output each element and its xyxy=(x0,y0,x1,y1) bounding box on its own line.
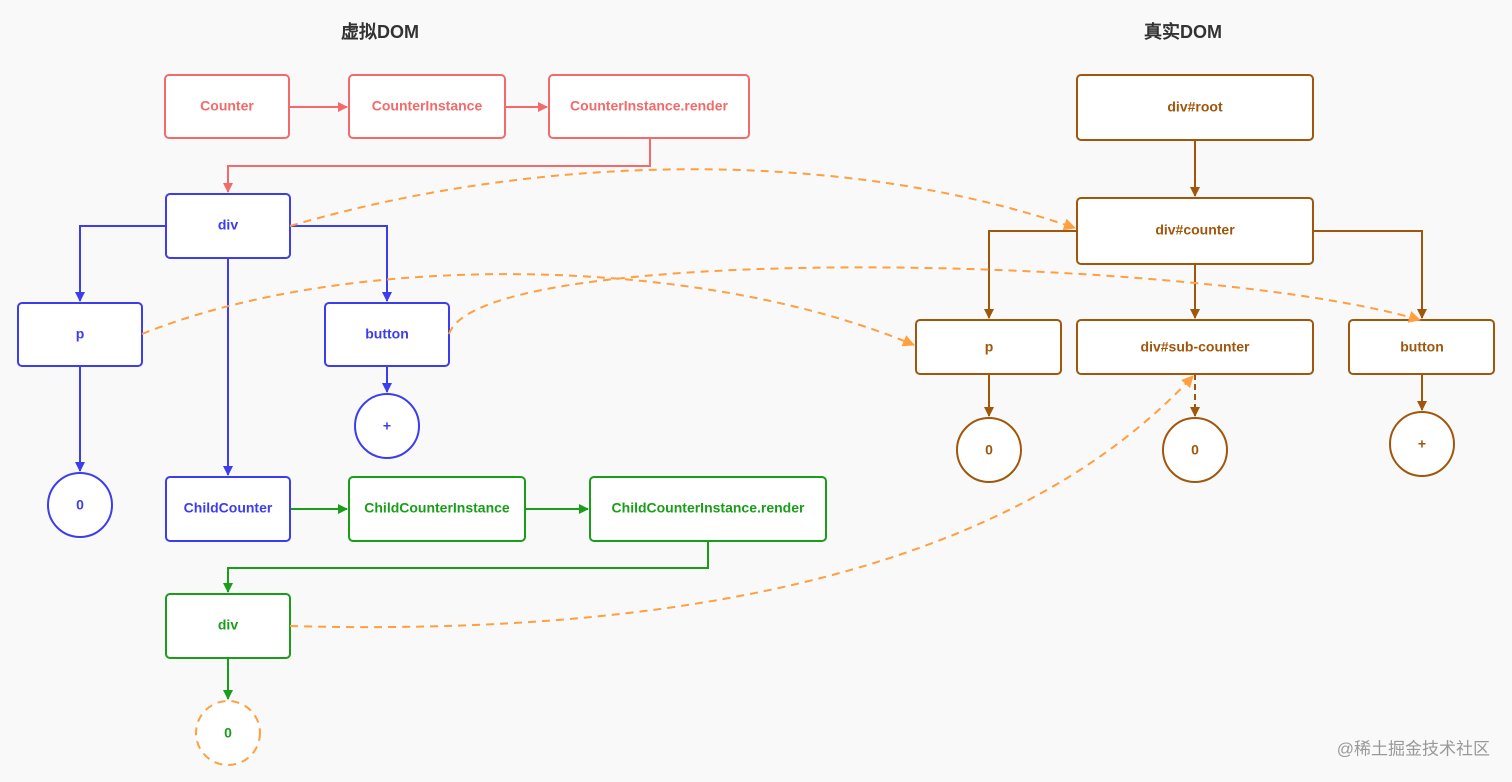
vnode-child-counter: ChildCounter xyxy=(165,476,291,542)
virtual-dom-title: 虚拟DOM xyxy=(341,21,419,42)
real-dom-title: 真实DOM xyxy=(1144,21,1222,42)
node-label: + xyxy=(1418,436,1426,452)
dom-button: button xyxy=(1348,319,1495,375)
dom-p: p xyxy=(915,319,1062,375)
real-dom-edges xyxy=(984,140,1427,417)
vnode-child-div: div xyxy=(165,593,291,659)
dom-counter: div#counter xyxy=(1076,197,1314,265)
vnode-zero-text: 0 xyxy=(47,472,113,538)
node-label: p xyxy=(985,339,994,355)
node-label: div#counter xyxy=(1155,222,1235,238)
node-label: button xyxy=(365,326,409,342)
dom-sub-counter: div#sub-counter xyxy=(1076,319,1314,375)
node-label: + xyxy=(383,418,391,434)
node-label: 0 xyxy=(224,725,232,741)
vnode-div: div xyxy=(165,193,291,259)
node-label: 0 xyxy=(1191,442,1199,458)
node-label: button xyxy=(1400,339,1444,355)
node-label: 0 xyxy=(76,497,84,513)
node-child-instance: ChildCounterInstance xyxy=(348,476,526,542)
node-label: 0 xyxy=(985,442,993,458)
vnode-plus-text: + xyxy=(354,393,420,459)
node-counter: Counter xyxy=(164,74,290,139)
node-label: div xyxy=(218,217,238,233)
node-label: div#sub-counter xyxy=(1141,339,1250,355)
vdom-edges xyxy=(75,225,392,476)
node-label: Counter xyxy=(200,98,254,114)
dom-plus: + xyxy=(1389,411,1455,477)
node-label: ChildCounter xyxy=(184,500,273,516)
node-child-render: ChildCounterInstance.render xyxy=(589,476,827,542)
node-counter-render: CounterInstance.render xyxy=(548,74,750,139)
vnode-p: p xyxy=(17,302,143,367)
node-label: div#root xyxy=(1167,99,1223,115)
child-edges xyxy=(223,504,709,700)
node-label: ChildCounterInstance.render xyxy=(612,500,805,516)
watermark: @稀土掘金技术社区 xyxy=(1337,739,1490,758)
node-label: div xyxy=(218,617,238,633)
node-label: p xyxy=(76,326,85,342)
node-counter-instance: CounterInstance xyxy=(348,74,506,139)
node-label: ChildCounterInstance xyxy=(364,500,510,516)
node-label: CounterInstance xyxy=(372,98,483,114)
vnode-button: button xyxy=(324,302,450,367)
vnode-child-zero: 0 xyxy=(195,700,261,766)
dom-p-zero: 0 xyxy=(956,417,1022,483)
node-label: CounterInstance.render xyxy=(570,98,728,114)
dom-sub-zero: 0 xyxy=(1162,417,1228,483)
dom-root: div#root xyxy=(1076,74,1314,141)
mapping-edges xyxy=(141,168,1421,629)
component-edges xyxy=(223,102,651,193)
